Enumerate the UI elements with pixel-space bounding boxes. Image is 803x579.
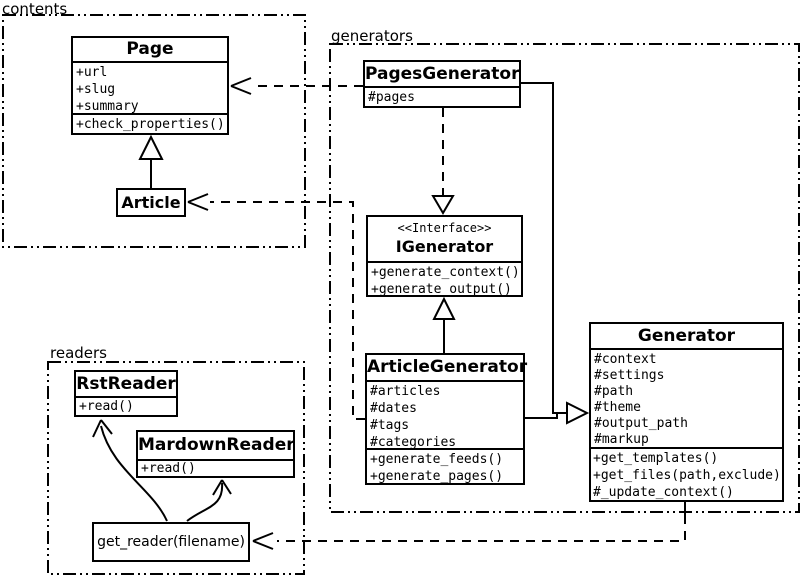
- article-generator-attr: #dates: [370, 401, 417, 416]
- igenerator-stereotype: <<Interface>>: [397, 221, 492, 235]
- generator-attr: #markup: [594, 432, 649, 447]
- package-readers-border: [47, 361, 305, 575]
- class-article-generator: ArticleGenerator #articles #dates #tags …: [365, 353, 528, 485]
- rst-reader-method: +read(): [79, 399, 134, 414]
- edge-getreader-mardownreader-arrow: [186, 479, 232, 522]
- class-article-generator-title: ArticleGenerator: [367, 357, 528, 377]
- edge-generator-getreader-dependency: [252, 502, 686, 550]
- article-generator-method: +generate_feeds(): [370, 452, 504, 467]
- igenerator-method: +generate_context(): [371, 265, 520, 280]
- package-contents-border: [2, 14, 306, 248]
- class-page-title: Page: [126, 39, 174, 59]
- page-attr: +slug: [76, 82, 116, 97]
- edge-articlegenerator-article-dependency: [187, 193, 365, 420]
- article-generator-attr: #tags: [370, 418, 410, 433]
- class-rst-reader-title: RstReader: [76, 374, 176, 394]
- class-igenerator-title: IGenerator: [395, 237, 494, 256]
- class-page: Page +url +slug +summary +check_properti…: [71, 36, 229, 135]
- class-article-title: Article: [121, 193, 181, 212]
- function-get-reader-label: get_reader(filename): [97, 534, 245, 550]
- class-mardown-reader: MardownReader +read(): [136, 430, 295, 478]
- igenerator-method: +generate_output(): [371, 282, 512, 297]
- generator-attr: #settings: [594, 368, 665, 383]
- generator-attr: #context: [594, 352, 657, 367]
- article-generator-attr: #categories: [370, 435, 457, 448]
- edge-pagesgenerator-page-dependency: [230, 77, 363, 95]
- generator-method: +get_templates(): [593, 451, 719, 466]
- edge-articlegenerator-igenerator-generalization: [432, 296, 456, 353]
- class-article: Article: [116, 188, 186, 217]
- class-generator: Generator #context #settings #path #them…: [589, 322, 784, 502]
- edge-pagesgenerator-igenerator-realization: [431, 108, 455, 215]
- class-pages-generator: PagesGenerator #pages: [363, 60, 521, 108]
- generator-attr: #theme: [594, 400, 641, 415]
- generator-method: #_update_context(): [593, 485, 734, 500]
- class-igenerator: <<Interface>> IGenerator +generate_conte…: [366, 215, 523, 297]
- edge-generators-generator-generalization: [521, 82, 590, 425]
- class-generator-title: Generator: [637, 326, 736, 346]
- edge-article-page-generalization: [138, 134, 164, 188]
- function-get-reader: get_reader(filename): [92, 522, 250, 562]
- page-attr: +summary: [76, 99, 139, 113]
- edge-getreader-rstreader-arrow: [92, 419, 168, 522]
- page-attr: +url: [76, 65, 108, 80]
- class-pages-generator-title: PagesGenerator: [365, 64, 520, 84]
- class-rst-reader: RstReader +read(): [74, 370, 178, 417]
- generator-attr: #path: [594, 384, 634, 399]
- article-generator-method: +generate_pages(): [370, 469, 504, 484]
- pages-generator-attr: #pages: [368, 90, 415, 105]
- article-generator-attr: #articles: [370, 384, 441, 399]
- package-generators-border: [329, 43, 800, 513]
- generator-method: +get_files(path,exclude): [593, 468, 781, 483]
- page-method: +check_properties(): [76, 117, 225, 132]
- class-mardown-reader-title: MardownReader: [138, 435, 295, 455]
- mardown-reader-method: +read(): [141, 461, 196, 476]
- package-label-contents: contents: [2, 0, 68, 18]
- package-label-generators: generators: [331, 27, 413, 45]
- package-label-readers: readers: [50, 344, 107, 362]
- generator-attr: #output_path: [594, 416, 688, 431]
